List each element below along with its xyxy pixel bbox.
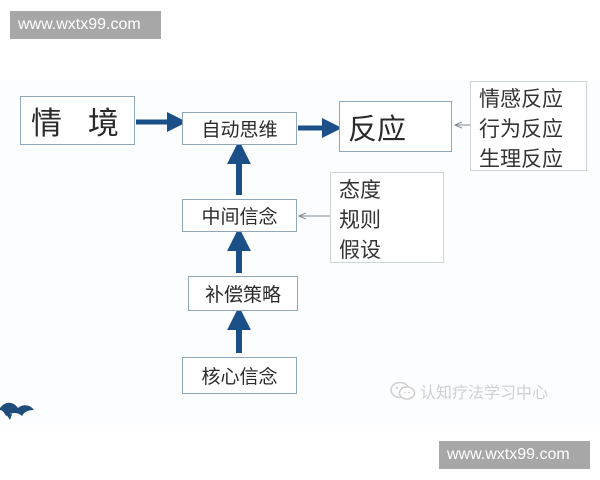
node-reaction: 反应: [339, 101, 452, 152]
node-intermediate-belief: 中间信念: [182, 199, 297, 232]
source-name: 认知疗法学习中心: [420, 383, 549, 402]
reaction-type-emotional: 情感反应: [479, 87, 563, 111]
watermark-bottom: www.wxtx99.com: [439, 441, 590, 469]
node-compensatory-strategy: 补偿策略: [188, 276, 298, 311]
note-reaction-types: 情感反应 行为反应 生理反应: [470, 81, 587, 171]
source-watermark: 认知疗法学习中心: [390, 379, 548, 403]
corner-logo-fragment: [0, 402, 34, 420]
intermediate-example-rules: 规则: [339, 208, 381, 232]
note-intermediate-examples: 态度 规则 假设: [330, 172, 444, 263]
node-automatic-thought: 自动思维: [182, 112, 297, 145]
intermediate-example-assumptions: 假设: [339, 238, 381, 262]
node-situation: 情 境: [20, 96, 135, 145]
watermark-top: www.wxtx99.com: [10, 11, 161, 39]
intermediate-example-attitudes: 态度: [339, 178, 381, 202]
wechat-icon: [390, 381, 416, 400]
reaction-type-physiological: 生理反应: [479, 147, 563, 171]
reaction-type-behavioral: 行为反应: [479, 117, 563, 141]
node-core-belief: 核心信念: [182, 357, 297, 394]
